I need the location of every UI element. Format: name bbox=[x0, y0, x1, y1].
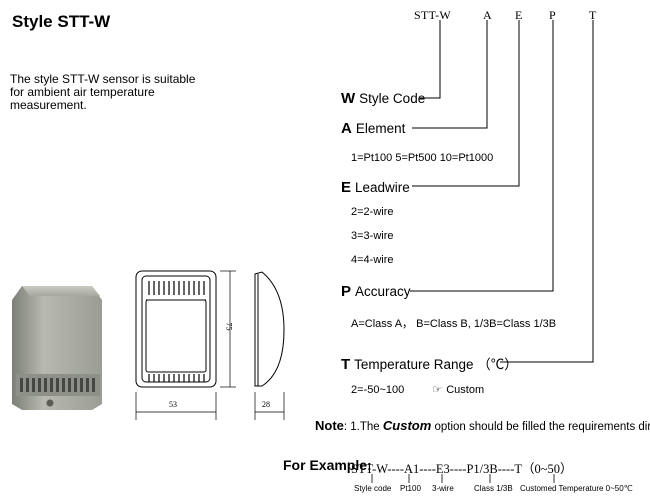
code-header-a: A bbox=[483, 8, 492, 22]
description-line: measurement. bbox=[10, 98, 87, 112]
example-caption: Pt100 bbox=[400, 484, 421, 493]
leadwire-option: 2=2-wire bbox=[351, 206, 394, 218]
connector-leadwire bbox=[412, 20, 520, 187]
temperature-custom: Custom bbox=[446, 384, 485, 396]
note-custom: Custom bbox=[382, 418, 432, 433]
section-label: Style Code bbox=[359, 91, 426, 106]
section-letter: W bbox=[341, 90, 356, 107]
description: The style STT-W sensor is suitable for a… bbox=[10, 73, 210, 112]
note: Note: 1.The Custom option should be fill… bbox=[315, 418, 650, 433]
section-label: Temperature Range （℃） bbox=[354, 357, 518, 372]
section-letter: T bbox=[341, 356, 351, 373]
page-title: Style STT-W bbox=[12, 12, 111, 31]
example-caption: 3-wire bbox=[432, 484, 454, 493]
example-caption: Customed Temperature 0~50℃ bbox=[520, 484, 633, 493]
note-label: Note bbox=[315, 418, 344, 433]
pointing-hand-icon: ☞ bbox=[432, 384, 443, 396]
example-caption: Style code bbox=[354, 484, 392, 493]
description-line: for ambient air temperature bbox=[10, 85, 155, 99]
example-code: STT-W----A1----E3----P1/3B----T（0~50） bbox=[351, 462, 573, 476]
dim-width: 53 bbox=[169, 400, 177, 409]
code-header-t: T bbox=[589, 8, 597, 22]
side-view-drawing bbox=[254, 271, 285, 420]
example-label: For Example: bbox=[283, 457, 372, 473]
leadwire-option: 3=3-wire bbox=[351, 230, 394, 242]
code-header-e: E bbox=[515, 8, 523, 22]
dim-depth: 28 bbox=[262, 400, 270, 409]
connector-temperature bbox=[500, 20, 594, 363]
dim-height: 75 bbox=[224, 322, 234, 331]
code-header-p: P bbox=[549, 8, 556, 22]
section-letter: A bbox=[341, 120, 352, 137]
temperature-range-value: 2=-50~100 bbox=[351, 384, 405, 396]
accuracy-options: A=Class A， B=Class B, 1/3B=Class 1/3B bbox=[351, 318, 557, 330]
section-letter: P bbox=[341, 283, 352, 300]
section-label: Element bbox=[355, 121, 406, 136]
description-line: The style STT-W sensor is suitable bbox=[10, 72, 196, 86]
temperature-options: 2=-50~100 ☞Custom bbox=[351, 383, 484, 396]
connector-element bbox=[412, 20, 488, 129]
note-suffix: option should be filled the requirements… bbox=[434, 421, 650, 433]
code-header-style: STT-W bbox=[414, 8, 452, 22]
section-label: Leadwire bbox=[355, 180, 410, 195]
note-prefix: : 1.The bbox=[343, 421, 383, 433]
leadwire-option: 4=4-wire bbox=[351, 254, 394, 266]
element-options: 1=Pt100 5=Pt500 10=Pt1000 bbox=[351, 152, 494, 164]
connector-accuracy bbox=[410, 20, 554, 292]
connector-style-code bbox=[420, 20, 441, 99]
example-caption: Class 1/3B bbox=[474, 484, 513, 493]
section-letter: E bbox=[341, 179, 352, 196]
section-label: Accuracy bbox=[355, 284, 411, 299]
front-view-drawing bbox=[135, 270, 236, 420]
sensor-photo bbox=[12, 286, 102, 410]
